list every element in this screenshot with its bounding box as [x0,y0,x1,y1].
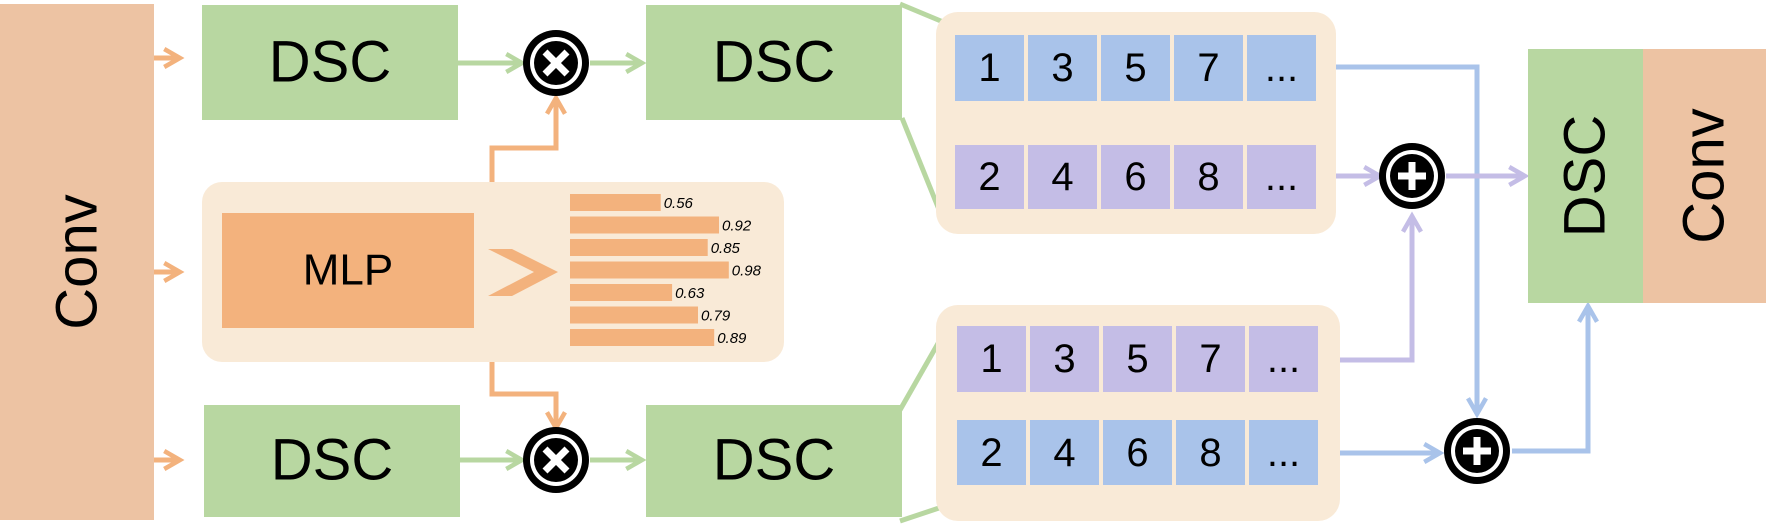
channel-panel-top-cells: 1 3 5 7 ... 2 4 6 8 ... [955,35,1316,209]
arrow-mlp-to-multiply-top [489,93,567,182]
arrow-bottom-row1-to-add-top [1340,211,1423,363]
multiply-bottom-icon [523,427,589,493]
cell-top-r1-c5-label: ... [1265,46,1298,90]
mlp-block [222,213,474,328]
dsc-right-block [1528,49,1643,303]
channel-panel-bottom-cells: 1 3 5 7 ... 2 4 6 8 ... [957,326,1318,485]
cell-top-r1-c2-label: 3 [1051,46,1073,90]
cell-bottom-r1-c5 [1249,326,1318,392]
cell-top-r1-c5 [1247,35,1316,101]
dsc-right-label: DSC [1553,115,1618,237]
cell-bottom-r2-c4-label: 8 [1199,431,1221,475]
cell-bottom-r2-c2-label: 4 [1053,431,1075,475]
weight-bar-3 [570,239,708,256]
cell-bottom-r1-c1 [957,326,1026,392]
cell-bottom-r1-c3-label: 5 [1126,337,1148,381]
weight-bar-label-4: 0.98 [732,263,762,280]
multiply-top-icon [523,30,589,96]
cell-bottom-r2-c3-label: 6 [1126,431,1148,475]
cell-top-r2-c5 [1247,145,1316,209]
chevron-right-icon [488,249,558,296]
cell-bottom-r1-c5-label: ... [1267,337,1300,381]
cell-bottom-r2-c2 [1030,420,1099,485]
weight-bar-label-6: 0.79 [701,308,731,325]
weight-bar-label-7: 0.89 [717,330,747,347]
weight-bar-4 [570,261,729,279]
cell-bottom-r1-c4-label: 7 [1199,337,1221,381]
cell-top-r2-c3 [1101,145,1170,209]
cell-top-r1-c3-label: 5 [1124,46,1146,90]
conv-right-label: Conv [1672,108,1737,243]
dsc-bottom-2-label: DSC [713,428,835,493]
cell-top-r2-c1 [955,145,1024,209]
split-line-top-b [899,117,943,213]
cell-top-r1-c1 [955,35,1024,101]
cell-top-r2-c2 [1028,145,1097,209]
cell-top-r1-c2 [1028,35,1097,101]
cell-bottom-r1-c4 [1176,326,1245,392]
connections [138,1,1599,524]
cell-bottom-r1-c1-label: 1 [980,337,1002,381]
cell-bottom-r2-c3 [1103,420,1172,485]
cell-top-r2-c1-label: 2 [978,155,1000,199]
cell-bottom-r2-c1 [957,420,1026,485]
arrow-top-row1-to-add-bottom [1336,64,1488,419]
cell-bottom-r2-c1-label: 2 [980,431,1002,475]
weight-bar-1 [570,194,661,211]
cell-bottom-r2-c5 [1249,420,1318,485]
weight-bar-label-5: 0.63 [675,285,705,302]
dsc-top-1 [202,5,458,120]
cell-bottom-r1-c2-label: 3 [1053,337,1075,381]
mlp-label: MLP [303,246,393,295]
cell-top-r1-c3 [1101,35,1170,101]
conv-right-block [1643,49,1766,303]
arrow-mlp-to-multiply-bottom [489,362,567,433]
cell-top-r1-c1-label: 1 [978,46,1000,90]
dsc-top-1-label: DSC [269,30,391,95]
dsc-bottom-1 [204,405,460,517]
cell-top-r1-c4-label: 7 [1197,46,1219,90]
dsc-bottom-1-label: DSC [271,428,393,493]
conv-left-block [0,4,154,520]
cell-top-r2-c3-label: 6 [1124,155,1146,199]
cell-top-r1-c4 [1174,35,1243,101]
weight-bar-label-1: 0.56 [664,195,694,212]
weight-bar-5 [570,284,673,301]
cell-bottom-r2-c5-label: ... [1267,431,1300,475]
cell-bottom-r2-c4 [1176,420,1245,485]
dsc-top-2-label: DSC [713,30,835,95]
arrow-add-bottom-to-dsc-right [1512,301,1599,454]
cell-bottom-r1-c2 [1030,326,1099,392]
cell-top-r2-c4 [1174,145,1243,209]
weight-bar-7 [570,329,715,346]
dsc-bottom-2 [646,405,902,517]
cell-bottom-r1-c3 [1103,326,1172,392]
add-bottom-icon [1444,418,1510,484]
cell-top-r2-c5-label: ... [1265,155,1298,199]
weight-bar-6 [570,306,698,324]
weight-bar-label-2: 0.92 [722,218,752,235]
cell-top-r2-c4-label: 8 [1197,155,1219,199]
conv-left-label: Conv [45,194,110,329]
split-line-bottom-a [897,338,943,412]
weight-bar-label-3: 0.85 [711,240,741,257]
weight-bar-chart: 0.56 0.92 0.85 0.98 0.63 0.79 0.89 [570,194,762,347]
add-top-icon [1379,143,1445,209]
split-line-top-a [899,1,949,27]
dsc-top-2 [646,5,902,120]
cell-top-r2-c2-label: 4 [1051,155,1073,199]
weight-bar-2 [570,216,719,234]
